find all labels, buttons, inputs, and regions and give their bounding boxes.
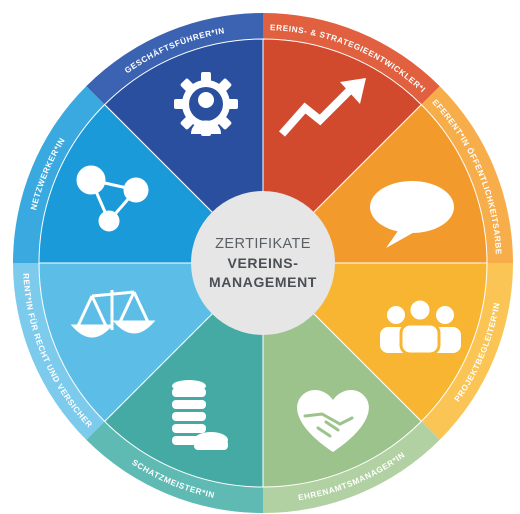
ring-segment xyxy=(263,13,440,105)
center-line-1: ZERTIFIKATE xyxy=(215,236,311,252)
ring-segment xyxy=(13,86,105,264)
ring-segment xyxy=(13,263,105,440)
coins-icon xyxy=(172,380,228,450)
gear-person-icon xyxy=(174,72,238,136)
center-line-3: MANAGEMENT xyxy=(209,274,317,290)
center-line-2: VEREINS- xyxy=(228,255,299,271)
ring-segment xyxy=(421,263,513,440)
outer-ring xyxy=(13,13,513,513)
ring-segment xyxy=(263,421,440,513)
ring-segment xyxy=(421,86,513,264)
network-icon xyxy=(76,165,149,232)
scales-icon xyxy=(70,290,156,338)
center-disc xyxy=(191,191,335,335)
speech-bubble-icon xyxy=(370,181,454,248)
group-icon xyxy=(380,297,461,356)
ring-segment xyxy=(86,13,264,105)
ring-segment xyxy=(86,421,264,513)
trend-arrow-icon xyxy=(279,78,366,137)
heart-handshake-icon xyxy=(297,389,369,452)
